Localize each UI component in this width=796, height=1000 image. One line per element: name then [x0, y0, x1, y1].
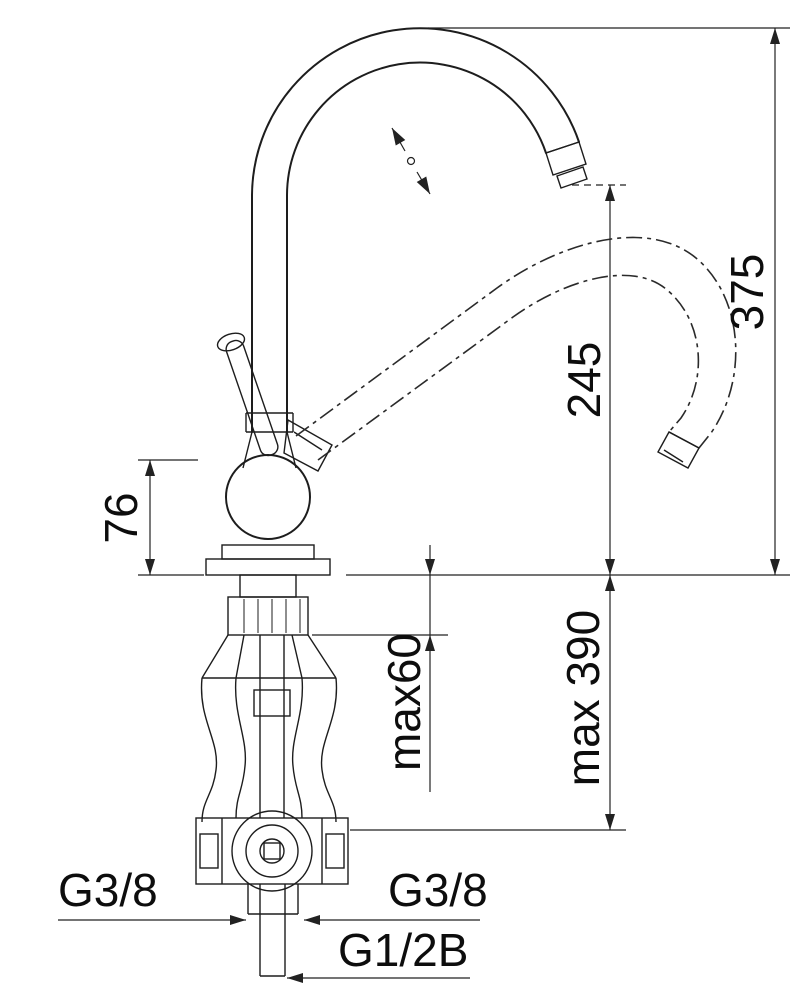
dimension-labels: 375 245 76 max60 max 390 G3/8 G3/8 G1/2B	[58, 254, 773, 976]
dim-76-arrow-bottom	[145, 559, 155, 575]
swivel-arrow	[391, 127, 431, 195]
body-sphere	[225, 454, 311, 540]
dim-below-deck-label: max 390	[557, 610, 609, 786]
phantom-spout-inner	[317, 274, 700, 461]
bracket-right-inner	[291, 677, 304, 819]
bracket-funnel	[201, 634, 337, 679]
mounting-bracket	[200, 634, 338, 823]
spout-swivel-phantom	[295, 127, 737, 469]
dim-60-arrow-top	[425, 559, 435, 575]
leader-g12b-arrow	[287, 973, 303, 983]
supply-tail-g12	[259, 884, 286, 977]
dim-375-arrow-bottom	[770, 559, 780, 575]
spout-arc-outer	[251, 27, 580, 433]
leader-g38-right-arrow	[304, 915, 320, 925]
bracket-left-outer	[200, 677, 218, 823]
faucet-outline	[195, 27, 588, 977]
center-pipes	[259, 635, 285, 818]
dim-outlet-height-label: 245	[558, 342, 610, 419]
riser-cone	[242, 431, 297, 469]
dim-base-height-label: 76	[95, 492, 147, 543]
swivel-joint-fitting	[283, 418, 333, 472]
dim-deck-thickness-label: max60	[378, 633, 430, 771]
bracket-right-outer	[320, 677, 338, 823]
side-nut-right	[325, 833, 345, 869]
handle-shaft	[225, 339, 279, 457]
riser-joint-ring	[245, 412, 294, 433]
dimension-lines	[58, 27, 790, 983]
dim-390-arrow-top	[605, 575, 615, 591]
spout-arc-inner	[286, 61, 547, 433]
valve-circle-mid	[245, 824, 299, 878]
dim-245-arrow-top	[605, 185, 615, 201]
base-block-dividers	[221, 818, 323, 884]
phantom-aerator	[657, 431, 700, 469]
phantom-aerator-line	[663, 449, 684, 463]
dim-375-arrow-top	[770, 28, 780, 44]
base-flange-upper	[221, 544, 315, 560]
dim-total-height-label: 375	[721, 254, 773, 331]
base-block	[195, 810, 349, 892]
valve-center-square	[263, 842, 281, 860]
swivel-pivot-dot	[406, 156, 416, 166]
swivel-arrowhead-up	[392, 128, 406, 146]
valve-circle-inner	[259, 838, 285, 864]
pipe-coupler	[253, 689, 291, 717]
dim-245-arrow-bottom	[605, 559, 615, 575]
bracket-left-inner	[234, 677, 247, 819]
shank	[239, 574, 297, 598]
handle-lever	[216, 332, 279, 457]
swivel-arrowhead-down	[416, 176, 430, 194]
leader-g38-left-arrow	[230, 915, 246, 925]
side-nut-left	[199, 833, 219, 869]
supply-tails-g38	[247, 884, 299, 915]
handle-paddle-tip	[216, 332, 246, 352]
aerator-nozzle	[556, 166, 588, 189]
base-block-outline	[195, 817, 349, 885]
phantom-spout-outer	[295, 236, 737, 449]
nut-thread-hatch	[243, 599, 301, 633]
supply-left-label: G3/8	[58, 864, 158, 916]
base-flange-lower	[205, 558, 331, 576]
dim-390-arrow-bottom	[605, 814, 615, 830]
center-connection-label: G1/2B	[338, 924, 468, 976]
supply-right-label: G3/8	[388, 864, 488, 916]
dim-76-arrow-top	[145, 460, 155, 476]
valve-circle-outer	[231, 810, 313, 892]
aerator-body	[545, 141, 587, 176]
clamping-nut	[227, 596, 309, 636]
dim-60-arrow-bottom	[425, 635, 435, 651]
